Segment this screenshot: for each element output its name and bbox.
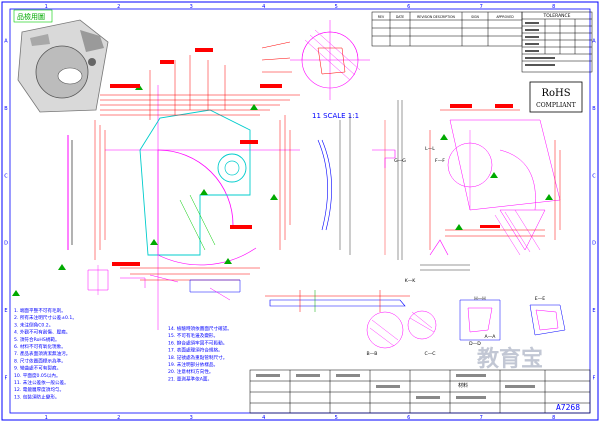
note-line: 5. 須符合RoHS規範。 [14,336,60,343]
section-label: B—B [367,351,378,357]
note-line: 13. 包裝須防止變形。 [14,393,60,400]
rohs-line2: COMPLIANT [536,102,576,109]
grid-row-marker: A [4,39,8,45]
grid-column-markers-top: 1 2 3 4 5 6 7 8 [45,4,556,10]
section-label: A—A [485,334,497,340]
grid-column-marker: 1 [45,4,48,10]
grid-column-marker: 4 [262,4,265,10]
title-block [249,369,591,414]
notes-left: 1. 端面平整不可有毛刺。2. 所有未注明尺寸公差±0.1。3. 未注倒角C0.… [14,307,77,400]
revision-header: REVISION DESCRIPTION [417,15,455,19]
middle-right-sections [372,100,470,271]
grid-column-markers-bottom: 1 2 3 4 5 6 7 8 [45,415,556,421]
note-line: 15. 不可有毛邊及變形。 [168,332,218,339]
grid-column-marker: 8 [552,4,555,10]
photo-label: 品檢用圖 [17,12,45,21]
product-photo [17,19,109,113]
grid-column-marker: 8 [552,415,555,421]
note-line: 21. 量測基準依A面。 [168,375,212,382]
note-line: 20. 注意材料方向性。 [168,368,214,375]
part-number: A7268 [556,403,580,412]
grid-column-marker: 5 [335,415,338,421]
grid-row-marker: D [4,241,8,247]
note-line: 14. 檢驗時須依圖面尺寸確認。 [168,325,232,332]
tolerance-table [521,11,593,73]
section-label: K—K [405,278,417,284]
grid-row-marker: A [592,39,596,45]
note-line: 7. 產品表面須清潔無油污。 [14,350,70,357]
lower-left-details [12,258,241,301]
grid-column-marker: 7 [480,4,483,10]
grid-row-marker: C [592,173,596,179]
section-label: G—G [394,158,406,164]
grid-row-marker: E [592,308,595,314]
revision-header: DATE [396,15,404,19]
note-line: 17. 表面處理須符合規格。 [168,347,223,354]
grid-row-marker: C [4,173,8,179]
scale-label: 11 SCALE 1:1 [312,112,359,120]
note-line: 6. 材料不可有氧化現象。 [14,343,66,350]
revision-header: APPROVED [496,15,514,19]
material-label: 材料 [458,382,468,389]
grid-column-marker: 2 [117,4,120,10]
section-label: F—F [435,158,445,164]
grid-column-marker: 7 [480,415,483,421]
note-line: 11. 未注公差依一般公差。 [14,379,69,386]
grid-row-marker: B [4,106,8,112]
right-section-views [429,104,561,256]
grid-row-marker: B [592,106,596,112]
grid-row-markers-left: A B C D E F [4,39,8,382]
section-label: L—L [425,146,435,152]
photo-label-box [13,9,53,23]
section-label: C—C [424,351,435,357]
notes-right: 14. 檢驗時須依圖面尺寸確認。15. 不可有毛邊及變形。16. 鉚合處須牢固不… [168,325,232,382]
side-section [317,115,386,255]
rohs-mark: RoHS COMPLIANT [529,81,583,113]
watermark: 教育宝 [477,346,543,372]
note-line: 19. 未注明部分依樣品。 [168,361,218,368]
note-line: 18. 記號處為重點管制尺寸。 [168,354,227,361]
note-line: 12. 電鍍層厚度須均勻。 [14,386,64,393]
grid-column-marker: 3 [190,4,193,10]
section-labels: G—G F—FL—L A—A B—B C—C D—D E—E H—H K—K [367,146,546,357]
main-view [67,48,300,330]
grid-column-marker: 6 [407,4,410,10]
note-line: 2. 所有未注明尺寸公差±0.1。 [14,314,77,321]
grid-column-marker: 1 [45,415,48,421]
note-line: 10. 平面度0.05以內。 [14,372,61,379]
section-label: E—E [535,296,545,302]
note-line: 16. 鉚合處須牢固不可鬆動。 [168,339,227,346]
note-line: 1. 端面平整不可有毛刺。 [14,307,66,314]
note-line: 4. 外觀不可有刮傷、壓痕。 [14,329,70,336]
grid-row-marker: F [5,375,8,381]
grid-column-marker: 2 [117,415,120,421]
top-detail-view [261,20,370,100]
section-a-view [265,290,410,312]
revision-headers: REV DATE REVISION DESCRIPTION SIGN APPROVED [378,15,514,19]
revision-header: REV [378,15,385,19]
tolerance-title: TOLERANCE [542,13,570,19]
grid-column-marker: 4 [262,415,265,421]
grid-column-marker: 3 [190,415,193,421]
grid-row-marker: D [592,241,596,247]
note-line: 9. 彎曲處不可有裂痕。 [14,365,61,372]
lower-section-circles [366,299,566,349]
grid-row-marker: E [4,308,7,314]
grid-row-markers-right: A B C D E F [592,39,596,382]
grid-column-marker: 6 [407,415,410,421]
section-label: H—H [474,296,486,302]
grid-row-marker: F [593,375,596,381]
revision-header: SIGN [471,15,479,19]
rohs-line1: RoHS [541,88,570,99]
grid-column-marker: 5 [335,4,338,10]
note-line: 8. 尺寸依圖面標示為準。 [14,357,66,364]
section-label: D—D [469,341,481,347]
note-line: 3. 未注倒角C0.2。 [14,321,53,328]
